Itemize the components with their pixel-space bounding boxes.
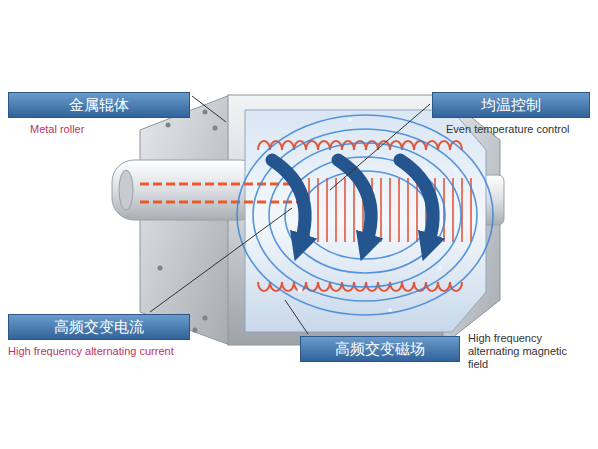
callout-label: 金属辊体 (8, 92, 190, 118)
induction-coil (258, 141, 471, 291)
shaft-bore (119, 170, 133, 210)
screws (158, 110, 218, 333)
callout-label: 高频交变磁场 (300, 336, 460, 362)
english-caption: High frequency alternating current (8, 345, 258, 358)
english-caption: High frequency alternating magnetic fiel… (468, 332, 590, 371)
leader-line (150, 96, 430, 334)
left-shaft (112, 160, 262, 220)
callout-label: 高频交变电流 (8, 314, 190, 340)
cutaway (245, 110, 486, 332)
magnetic-field (237, 115, 493, 315)
callout-box: 高频交变电流 High frequency alternating current (8, 314, 258, 358)
callout-label: 均温控制 (432, 92, 590, 118)
callout-box: 均温控制 Even temperature control (432, 92, 590, 136)
callout-box: 金属辊体 Metal roller (8, 92, 190, 136)
rotation-arrow (272, 160, 433, 245)
sparkles (260, 118, 458, 312)
english-caption: Even temperature control (446, 123, 586, 136)
callout-box: 高频交变磁场High frequency alternating magneti… (300, 336, 460, 362)
english-caption: Metal roller (30, 123, 190, 136)
